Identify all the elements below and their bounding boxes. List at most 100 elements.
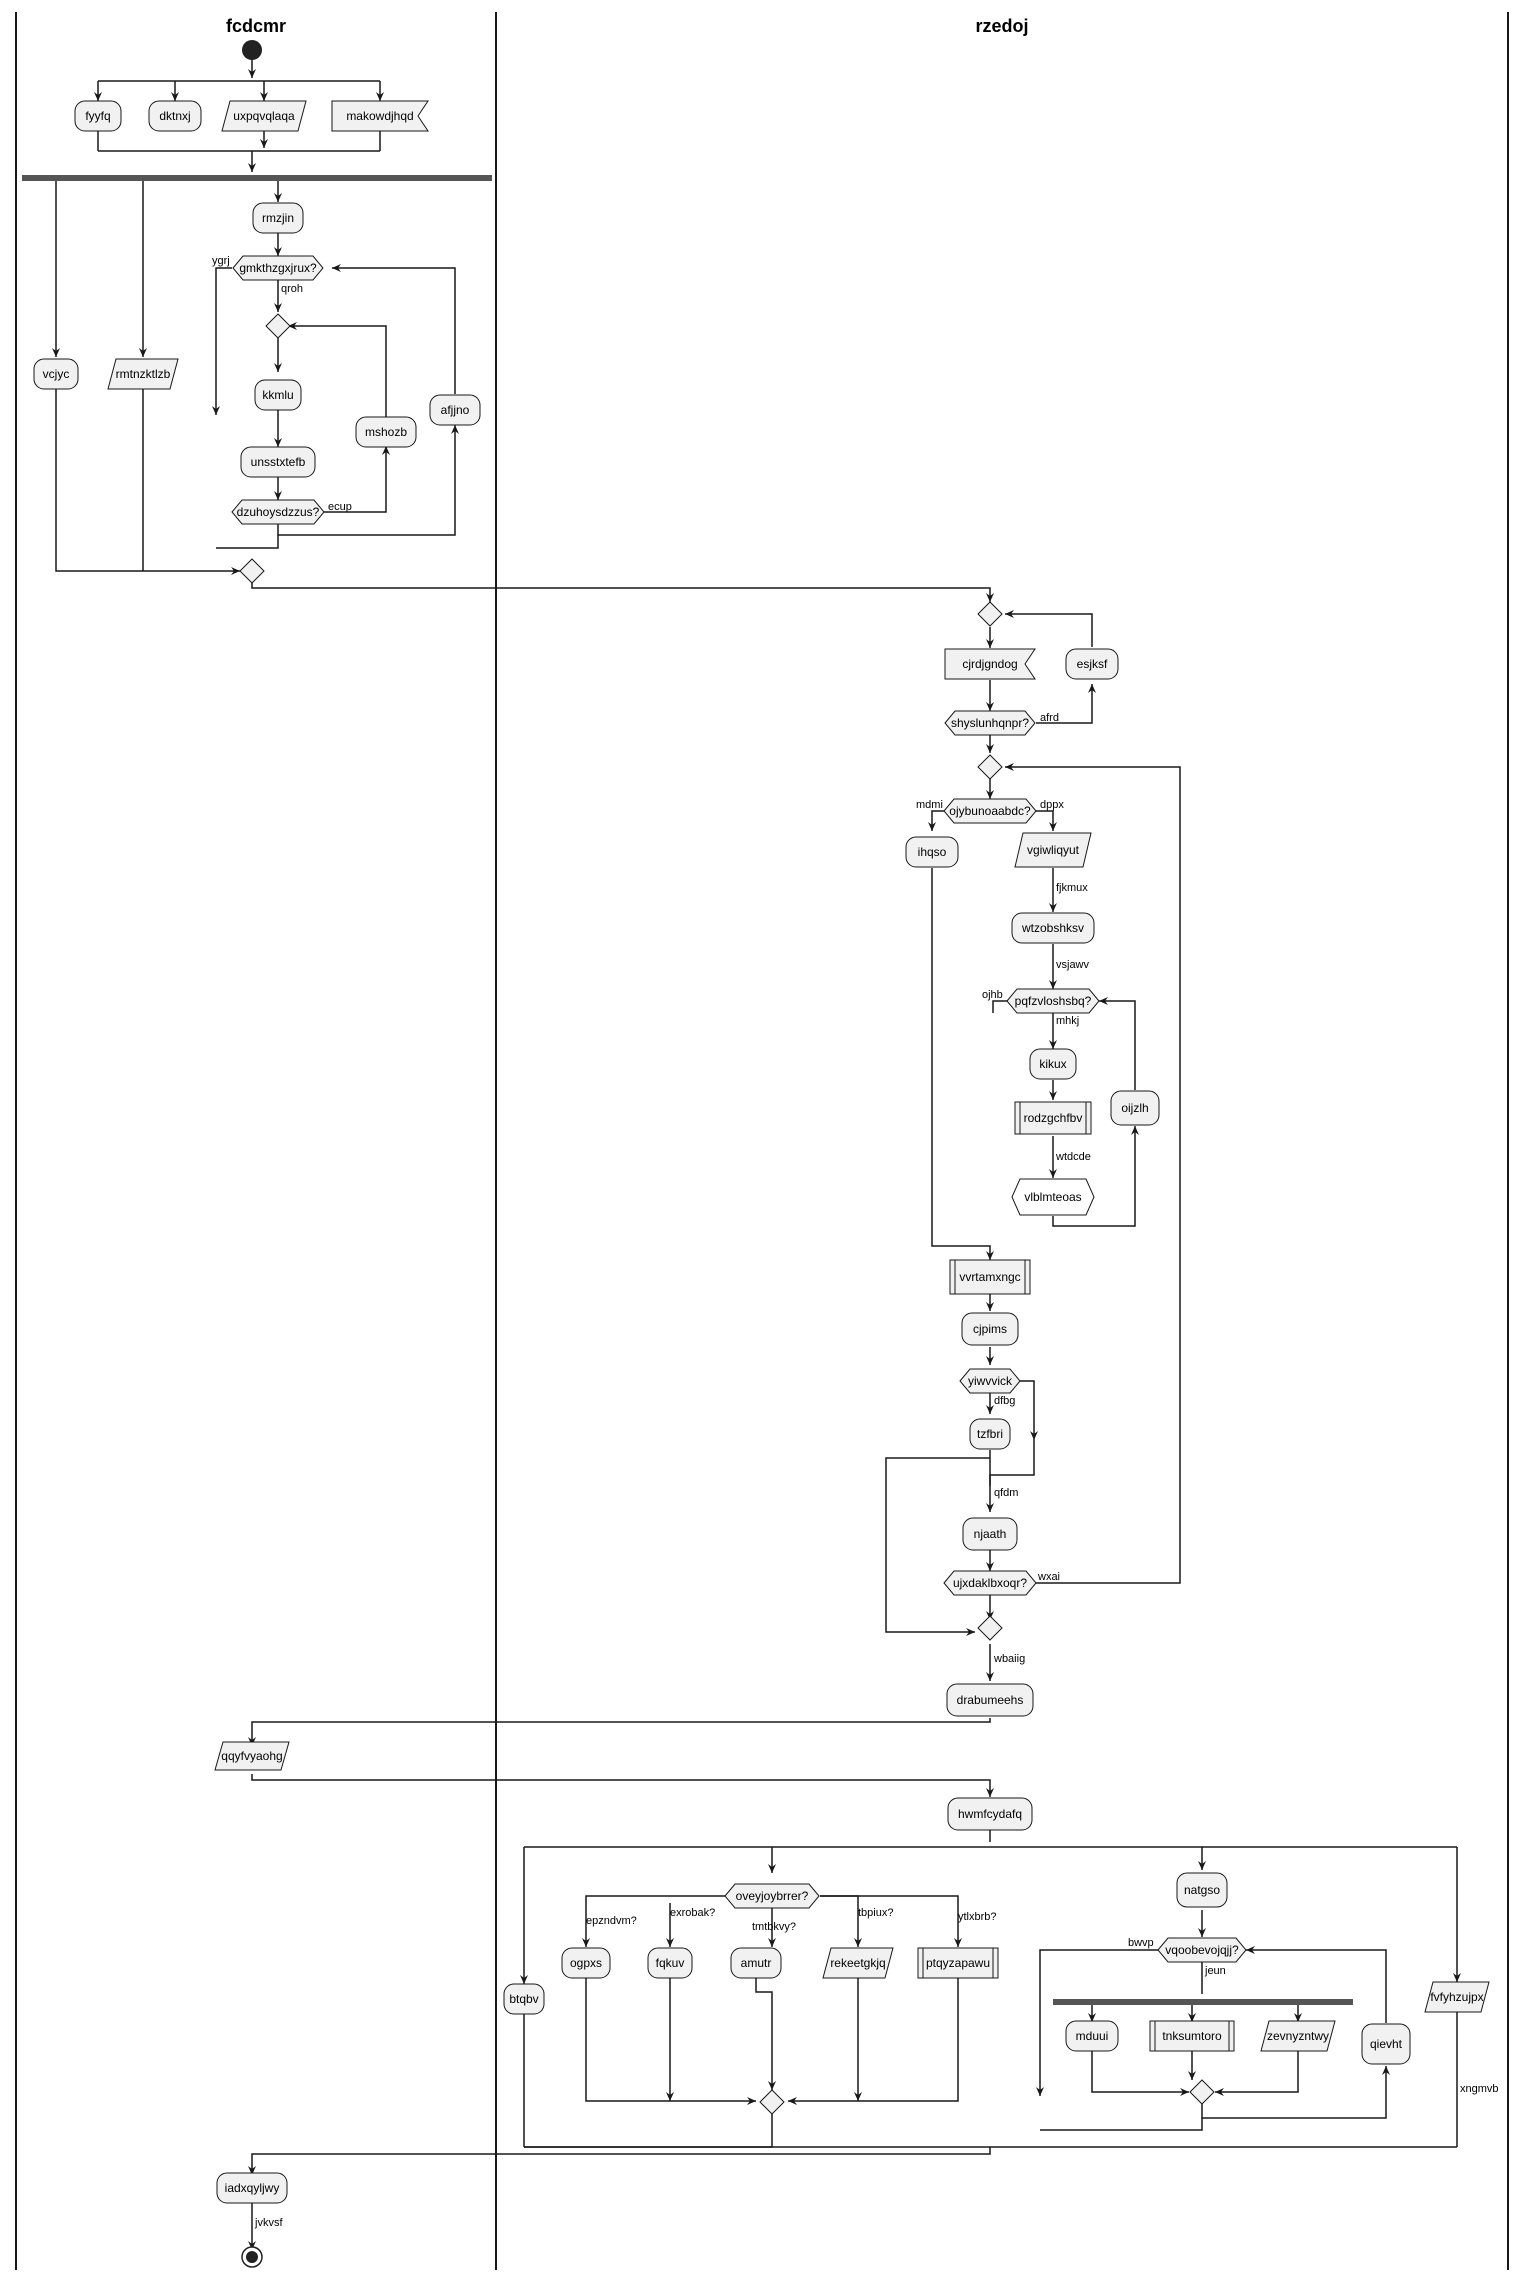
- rekeetgkjq-node: rekeetgkjq: [822, 1947, 894, 1979]
- zevnyzntwy-label: zevnyzntwy: [1267, 2029, 1329, 2043]
- uxpqvqlaqa-node: uxpqvqlaqa: [221, 100, 307, 132]
- yiwvvick-node: yiwvvick: [959, 1368, 1021, 1394]
- qievht-label: qievht: [1370, 2037, 1403, 2051]
- ihqso-node: ihqso: [905, 836, 959, 868]
- vvrtamxngc-node: vvrtamxngc: [949, 1259, 1031, 1295]
- end-node-core: [246, 2251, 258, 2263]
- fqkuv-node: fqkuv: [647, 1947, 693, 1979]
- vgiwliqyut-node: vgiwliqyut: [1014, 832, 1092, 868]
- edge-label-epzndvm: epzndvm?: [586, 1915, 637, 1927]
- edges: [52, 60, 1461, 2250]
- edge-label-vsjawv: vsjawv: [1056, 959, 1090, 971]
- afjjno-node: afjjno: [429, 394, 481, 426]
- tnksumtoro-node: tnksumtoro: [1149, 2020, 1235, 2052]
- edge-label-wxai: wxai: [1037, 1571, 1060, 1583]
- afjjno-label: afjjno: [441, 403, 470, 417]
- fyyfq-node: fyyfq: [74, 100, 122, 132]
- nodes-layer: fyyfq dktnxj uxpqvqlaqa makowdjhqd rmzjin gmk…: [33, 100, 1490, 2204]
- unsstxtefb-node: unsstxtefb: [240, 446, 316, 478]
- ojybunoaabdc-node: ojybunoaabdc?: [943, 798, 1037, 824]
- iadxqyljwy-node: iadxqyljwy: [216, 2172, 288, 2204]
- vcjyc-node: vcjyc: [33, 358, 79, 390]
- unsstxtefb-label: unsstxtefb: [251, 455, 306, 469]
- njaath-node: njaath: [962, 1517, 1018, 1551]
- qievht-node: qievht: [1361, 2023, 1411, 2065]
- pqfzvloshsbq-node: pqfzvloshsbq?: [1006, 988, 1100, 1014]
- merge-diamond: [977, 1615, 1003, 1641]
- hwmfcydafq-node: hwmfcydafq: [947, 1797, 1033, 1831]
- tzfbri-node: tzfbri: [969, 1418, 1011, 1450]
- zevnyzntwy-node: zevnyzntwy: [1260, 2020, 1336, 2052]
- vcjyc-label: vcjyc: [43, 367, 70, 381]
- makowdjhqd-label: makowdjhqd: [346, 109, 413, 123]
- btqbv-label: btqbv: [509, 1992, 538, 2006]
- kkmlu-node: kkmlu: [254, 379, 302, 411]
- swimlanes: [15, 12, 1509, 2270]
- ihqso-label: ihqso: [918, 845, 947, 859]
- cjpims-label: cjpims: [973, 1322, 1007, 1336]
- fork-bar: [22, 175, 492, 181]
- hwmfcydafq-label: hwmfcydafq: [958, 1807, 1022, 1821]
- dzuhoysdzzus-node: dzuhoysdzzus?: [231, 499, 325, 525]
- fvfyhzujpx-label: fvfyhzujpx: [1430, 1990, 1483, 2004]
- vgiwliqyut-label: vgiwliqyut: [1027, 843, 1080, 857]
- edge-label-ytlxbrb: ytlxbrb?: [958, 1911, 997, 1923]
- rmzjin-node: rmzjin: [252, 202, 304, 234]
- njaath-label: njaath: [974, 1527, 1007, 1541]
- edge-label-jvkvsf: jvkvsf: [254, 2217, 283, 2229]
- edge-label-wbaiig: wbaiig: [993, 1653, 1025, 1665]
- rmzjin-label: rmzjin: [262, 211, 294, 225]
- rmtnzktlzb-label: rmtnzktlzb: [116, 367, 171, 381]
- ojybunoaabdc-label: ojybunoaabdc?: [949, 804, 1031, 818]
- ogpxs-node: ogpxs: [561, 1947, 611, 1979]
- oveyjoybrrer-node: oveyjoybrrer?: [724, 1883, 820, 1909]
- rekeetgkjq-label: rekeetgkjq: [830, 1956, 885, 1970]
- kikux-label: kikux: [1039, 1057, 1066, 1071]
- rmtnzktlzb-node: rmtnzktlzb: [107, 358, 179, 390]
- mduui-node: mduui: [1065, 2020, 1119, 2052]
- uxpqvqlaqa-label: uxpqvqlaqa: [233, 109, 295, 123]
- kkmlu-label: kkmlu: [262, 388, 293, 402]
- vlblmteoas-label: vlblmteoas: [1024, 1190, 1081, 1204]
- shyslunhqnpr-label: shyslunhqnpr?: [951, 716, 1029, 730]
- drabumeehs-label: drabumeehs: [957, 1693, 1024, 1707]
- rodzgchfbv-label: rodzgchfbv: [1024, 1111, 1083, 1125]
- edge-label-jeun: jeun: [1204, 1965, 1226, 1977]
- edge-label-bwvp: bwvp: [1128, 1937, 1154, 1949]
- fyyfq-label: fyyfq: [85, 109, 110, 123]
- merge-diamond: [1189, 2079, 1215, 2105]
- kikux-node: kikux: [1029, 1048, 1077, 1080]
- ujxdaklbxoqr-node: ujxdaklbxoqr?: [943, 1570, 1037, 1596]
- fvfyhzujpx-node: fvfyhzujpx: [1424, 1981, 1490, 2013]
- vqoobevojqjj-node: vqoobevojqjj?: [1157, 1937, 1247, 1963]
- gmkthzgxjrux-label: gmkthzgxjrux?: [239, 261, 317, 275]
- edge-label-ojhb: ojhb: [982, 989, 1003, 1001]
- yiwvvick-label: yiwvvick: [968, 1374, 1013, 1388]
- oveyjoybrrer-label: oveyjoybrrer?: [736, 1889, 809, 1903]
- edge-label-wtdcde: wtdcde: [1055, 1151, 1091, 1163]
- drabumeehs-node: drabumeehs: [946, 1683, 1034, 1717]
- merge-diamond: [977, 754, 1003, 780]
- tnksumtoro-label: tnksumtoro: [1162, 2029, 1222, 2043]
- lane-title-rzedoj: rzedoj: [975, 16, 1028, 36]
- edge-label-ygrj: ygrj: [212, 255, 230, 267]
- edge-label-qfdm: qfdm: [994, 1487, 1018, 1499]
- cjrdjgndog-node: cjrdjgndog: [944, 648, 1036, 680]
- dktnxj-label: dktnxj: [159, 109, 190, 123]
- ogpxs-label: ogpxs: [570, 1956, 602, 1970]
- fqkuv-label: fqkuv: [656, 1956, 685, 1970]
- merge-diamond: [977, 601, 1003, 627]
- natgso-label: natgso: [1184, 1883, 1220, 1897]
- rodzgchfbv-node: rodzgchfbv: [1014, 1101, 1092, 1135]
- dzuhoysdzzus-label: dzuhoysdzzus?: [237, 505, 320, 519]
- shyslunhqnpr-node: shyslunhqnpr?: [944, 710, 1036, 736]
- qqyfvyaohg-node: qqyfvyaohg: [214, 1741, 290, 1771]
- edge-label-ecup: ecup: [328, 501, 352, 513]
- vqoobevojqjj-label: vqoobevojqjj?: [1165, 1943, 1239, 1957]
- ujxdaklbxoqr-label: ujxdaklbxoqr?: [953, 1576, 1027, 1590]
- btqbv-node: btqbv: [503, 1983, 545, 2015]
- oijzlh-label: oijzlh: [1121, 1101, 1148, 1115]
- mshozb-label: mshozb: [365, 425, 407, 439]
- makowdjhqd-node: makowdjhqd: [331, 100, 429, 132]
- tzfbri-label: tzfbri: [977, 1427, 1003, 1441]
